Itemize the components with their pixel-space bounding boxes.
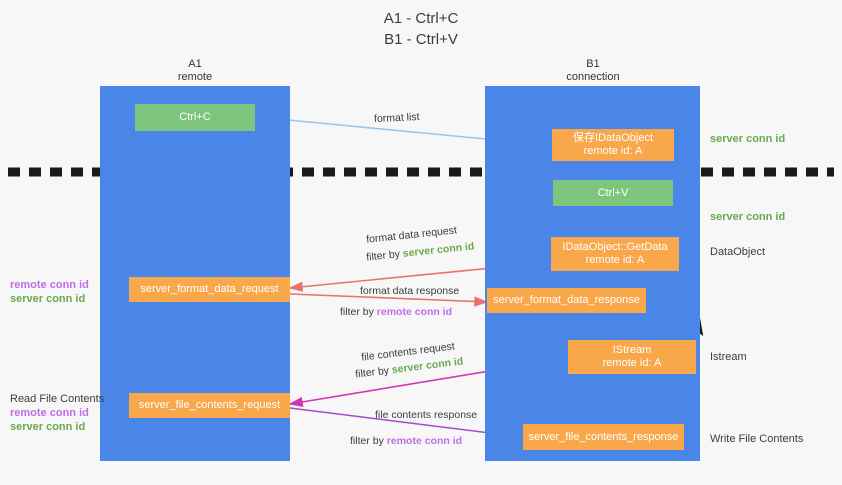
- label-istream-text: Istream: [710, 351, 747, 363]
- box-server-format-data-request[interactable]: server_format_data_request: [129, 277, 290, 302]
- remote-conn-id-ref-2: remote conn id: [386, 435, 463, 447]
- title-line-1: A1 - Ctrl+C: [383, 10, 459, 27]
- arrow-file-contents-response: [289, 407, 524, 441]
- lane-header-a1: A1 remote: [145, 58, 245, 84]
- label-read-file-contents: Read File Contents: [10, 393, 105, 405]
- box-server-file-contents-response-label: server_file_contents_response: [528, 430, 679, 443]
- lane-b1-sub: connection: [566, 71, 620, 83]
- arrow-format-data-response: [289, 293, 489, 307]
- label-write-file-contents: Write File Contents: [710, 432, 803, 446]
- box-istream-line1: IStream: [612, 344, 652, 356]
- annotation-format-data-response-filter: filter by remote conn id: [340, 305, 452, 319]
- label-server-conn-id-lower: server conn id: [10, 421, 86, 433]
- box-istream-line2: remote id: A: [602, 357, 662, 369]
- box-ctrl-c[interactable]: Ctrl+C: [135, 104, 255, 131]
- box-server-file-contents-request-label: server_file_contents_request: [138, 399, 281, 411]
- annotation-format-data-response: format data response: [360, 284, 459, 298]
- annotation-format-list: format list: [374, 110, 420, 126]
- box-save-idataobject-line2: remote id: A: [583, 145, 643, 157]
- label-remote-conn-id-upper: remote conn id: [10, 279, 89, 291]
- box-ctrl-c-label: Ctrl+C: [179, 111, 211, 123]
- label-dataobject-text: DataObject: [710, 246, 766, 258]
- page-title: A1 - Ctrl+C B1 - Ctrl+V: [0, 8, 842, 50]
- title-line-2: B1 - Ctrl+V: [384, 31, 458, 48]
- label-group-read-file-contents: Read File Contents remote conn id server…: [10, 392, 104, 434]
- box-save-idataobject[interactable]: 保存IDataObject remote id: A: [552, 129, 674, 161]
- filter-by-label-4: filter by: [350, 435, 384, 447]
- lane-b1-name: B1: [586, 58, 600, 70]
- box-server-file-contents-response[interactable]: server_file_contents_response: [523, 424, 684, 450]
- label-istream: Istream: [710, 350, 747, 364]
- box-save-idataobject-line1: 保存IDataObject: [572, 132, 654, 144]
- lane-header-b1: B1 connection: [543, 58, 643, 84]
- box-ctrl-v[interactable]: Ctrl+V: [553, 180, 673, 206]
- label-dataobject: DataObject: [710, 245, 765, 259]
- box-server-file-contents-request[interactable]: server_file_contents_request: [129, 393, 290, 418]
- annotation-format-list-text: format list: [373, 111, 420, 125]
- label-server-conn-id-mid-text: server conn id: [710, 211, 786, 223]
- remote-conn-id-ref-1: remote conn id: [376, 306, 453, 318]
- label-server-conn-id-upper: server conn id: [10, 293, 86, 305]
- box-server-format-data-request-label: server_format_data_request: [140, 283, 279, 295]
- box-idataobject-getdata[interactable]: IDataObject::GetData remote id: A: [551, 237, 679, 271]
- label-write-file-contents-text: Write File Contents: [710, 433, 804, 445]
- label-server-conn-id-top-text: server conn id: [710, 133, 786, 145]
- label-server-conn-id-mid: server conn id: [710, 210, 785, 224]
- box-istream[interactable]: IStream remote id: A: [568, 340, 696, 374]
- filter-by-label-1: filter by: [365, 248, 401, 264]
- lane-a1-sub: remote: [177, 71, 213, 83]
- label-remote-conn-id-lower: remote conn id: [10, 407, 89, 419]
- box-ctrl-v-label: Ctrl+V: [597, 186, 629, 199]
- annotation-file-contents-response-text: file contents response: [375, 409, 478, 421]
- label-group-conn-id-upper: remote conn id server conn id: [10, 278, 89, 306]
- filter-by-label-2: filter by: [340, 306, 374, 318]
- box-getdata-line1: IDataObject::GetData: [562, 241, 668, 253]
- annotation-file-contents-response: file contents response: [375, 408, 477, 422]
- annotation-file-contents-response-filter: filter by remote conn id: [350, 434, 462, 448]
- box-server-format-data-response-label: server_format_data_response: [493, 294, 640, 306]
- lane-a1-name: A1: [188, 58, 202, 70]
- box-server-format-data-response[interactable]: server_format_data_response: [487, 288, 646, 313]
- box-getdata-line2: remote id: A: [585, 254, 645, 266]
- annotation-format-data-response-text: format data response: [360, 285, 460, 297]
- label-server-conn-id-top: server conn id: [710, 132, 785, 146]
